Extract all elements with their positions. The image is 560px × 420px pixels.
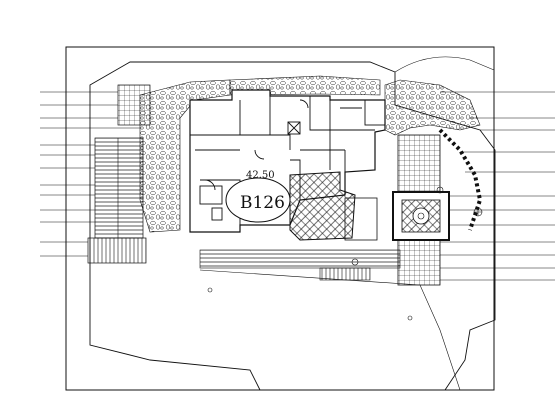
stone-field-ne <box>384 79 481 136</box>
house-outline <box>189 89 386 233</box>
stepping-stones <box>438 128 483 231</box>
west-deck <box>94 137 144 239</box>
road-edge <box>199 269 461 391</box>
gazebo-feature <box>412 207 430 225</box>
stone-paving-west <box>139 79 231 233</box>
road-edge-2 <box>394 56 495 73</box>
terrace-step <box>344 197 378 241</box>
elevation-label: 42.50 <box>246 170 275 181</box>
pergola-deck-north <box>117 84 151 126</box>
leaders-left <box>40 91 140 257</box>
west-deck-lower <box>87 237 147 264</box>
interior-walls <box>190 96 386 225</box>
building-label: B126 <box>240 193 285 213</box>
south-steps <box>319 267 371 281</box>
leaders-right <box>440 91 555 281</box>
tree-symbols <box>207 186 483 321</box>
site-boundary <box>89 61 496 391</box>
hatched-terrace <box>289 171 356 241</box>
south-paving <box>199 249 401 269</box>
